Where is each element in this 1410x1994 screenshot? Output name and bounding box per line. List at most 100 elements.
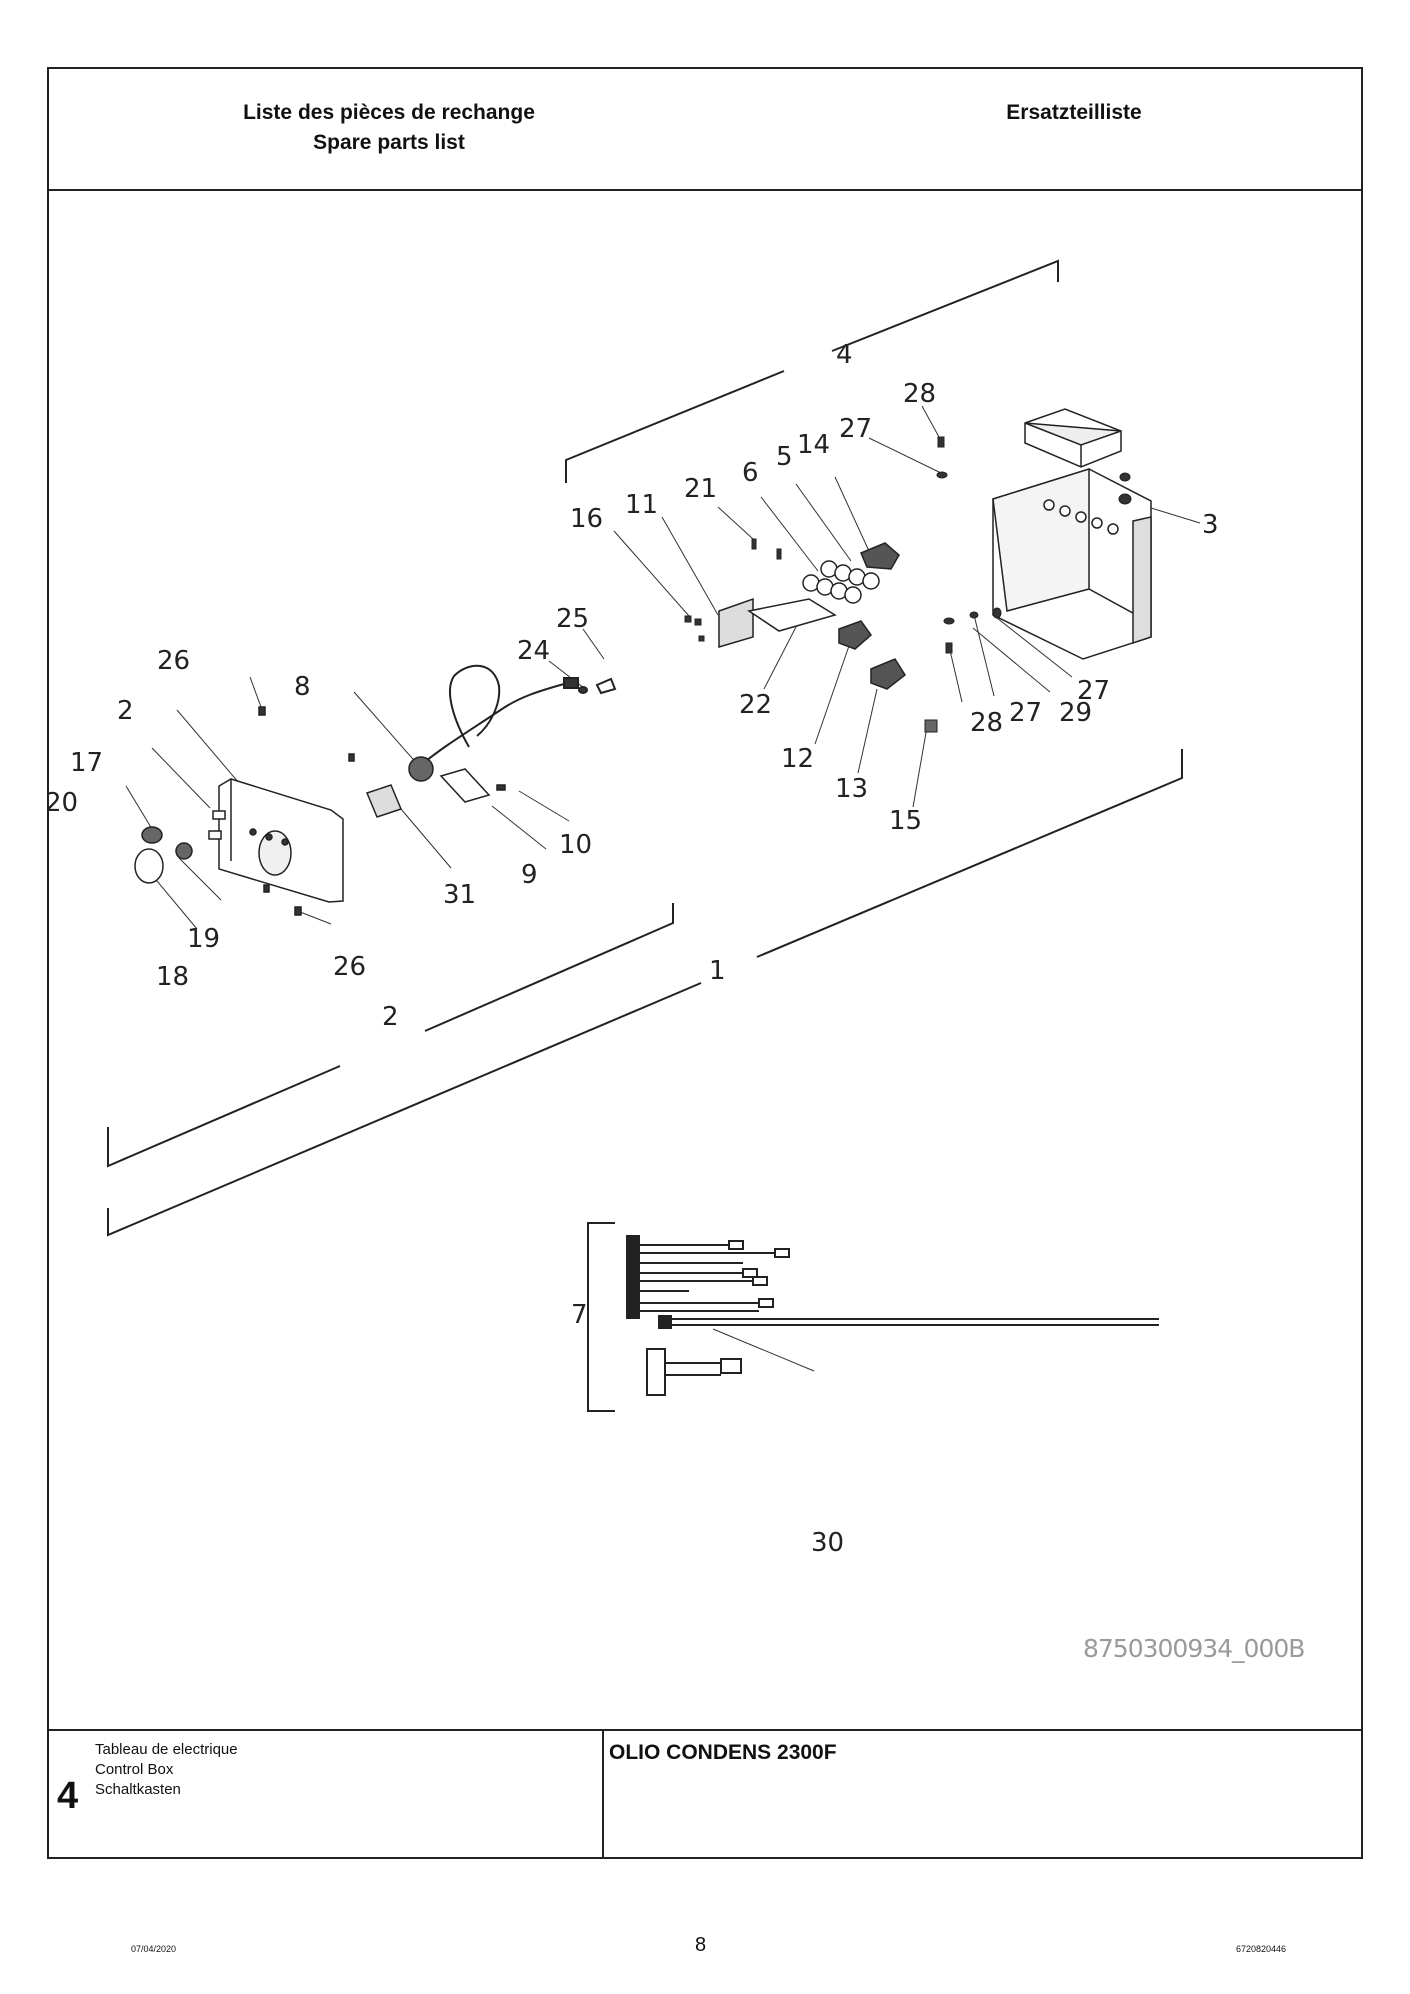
bracket-2-right (424, 903, 674, 1032)
screw-21b (776, 548, 782, 560)
leader-21 (717, 506, 754, 540)
plate-22 (747, 598, 837, 632)
page-frame: Liste des pièces de rechange Spare parts… (47, 67, 1363, 1859)
leader-15 (912, 726, 928, 808)
leader-27b (973, 614, 995, 697)
screw-10 (496, 784, 506, 791)
callout-29: 29 (1059, 698, 1092, 728)
drawing-code: 8750300934_000B (1083, 1634, 1304, 1663)
callout-5: 5 (776, 442, 793, 472)
leader-11 (661, 516, 719, 616)
callout-19: 19 (187, 924, 220, 954)
washer-27a (936, 471, 948, 479)
leader-5 (795, 483, 852, 562)
callout-16: 16 (570, 504, 603, 534)
cover-block (1024, 408, 1122, 468)
front-panel (218, 778, 344, 903)
relay-board (718, 597, 837, 649)
callout-28b: 28 (970, 708, 1003, 738)
callout-28a: 28 (903, 379, 936, 409)
cable-30-connector (658, 1315, 672, 1329)
part-20 (141, 826, 163, 844)
title-block: 4 Tableau de electrique Control Box Scha… (49, 1729, 1361, 1859)
screw-panel (348, 753, 355, 762)
washer-24 (578, 686, 588, 694)
part-16c (698, 635, 705, 642)
wire-terminal-3 (742, 1268, 758, 1278)
callout-3: 3 (1202, 510, 1219, 540)
callout-4: 4 (836, 340, 853, 370)
callout-10: 10 (559, 830, 592, 860)
part-17a (212, 810, 226, 820)
housing-back (992, 467, 1090, 612)
panel-led-3 (281, 838, 289, 846)
callout-18: 18 (156, 962, 189, 992)
screw-21a (751, 538, 757, 550)
header: Liste des pièces de rechange Spare parts… (49, 69, 1361, 191)
callout-2b: 2 (382, 1002, 399, 1032)
leader-10 (518, 790, 570, 822)
title-english: Spare parts list (313, 131, 465, 154)
wire-terminal-1 (728, 1240, 744, 1250)
terminal-6d (844, 586, 862, 604)
panel-led-2 (265, 833, 273, 841)
assembly-brackets (107, 259, 1183, 1412)
exploded-drawing: 4 28 27 14 5 6 21 11 16 3 22 12 13 15 28… (49, 191, 1361, 1729)
switch-31 (365, 784, 403, 818)
leader-27a (868, 437, 942, 474)
bracket-4-left (565, 370, 785, 483)
leader-28a (921, 405, 940, 438)
plate-9 (439, 768, 491, 803)
terminal-5d (862, 572, 880, 590)
sensor-cable (420, 664, 617, 766)
part-29 (969, 611, 979, 619)
small-parts-right (684, 436, 1132, 733)
relay-11 (718, 597, 754, 649)
part-16a (684, 615, 692, 623)
callout-12: 12 (781, 744, 814, 774)
document-reference: 6720820446 (1236, 1944, 1287, 1954)
callout-30: 30 (811, 1528, 844, 1558)
housing-side (1132, 516, 1152, 645)
sensor-tip (563, 677, 579, 689)
callout-21: 21 (684, 474, 717, 504)
leader-16 (613, 530, 690, 617)
knob-8-body (408, 756, 434, 782)
callout-17: 17 (70, 748, 103, 778)
title-german: Ersatzteilliste (1006, 101, 1142, 124)
panel-led-1 (249, 828, 257, 836)
screw-28b (945, 642, 953, 654)
wiring-harness (626, 1235, 790, 1396)
callout-27c: 27 (1077, 676, 1110, 706)
switch-12 (838, 620, 873, 650)
switch-31-group (365, 768, 506, 818)
leader-27c (996, 617, 1073, 678)
callout-2a: 2 (117, 696, 134, 726)
callout-8: 8 (294, 672, 311, 702)
housing-hole-1 (1043, 499, 1055, 511)
screw-26a (258, 706, 266, 716)
page-number: 8 (695, 1934, 707, 1956)
leader-9 (491, 805, 547, 850)
housing-hole-3 (1075, 511, 1087, 523)
screw-28a (937, 436, 945, 448)
leader-30 (712, 1328, 815, 1372)
callout-27a: 27 (839, 414, 872, 444)
control-box-housing (992, 467, 1152, 660)
switch-13 (870, 658, 906, 690)
cable-8 (420, 683, 565, 766)
harness-connector-bottom (646, 1348, 666, 1396)
housing-hole-5 (1107, 523, 1119, 535)
leader-28b (948, 645, 963, 703)
title-french: Liste des pièces de rechange (243, 101, 535, 124)
leader-25 (582, 628, 605, 660)
part-top-right (1119, 472, 1131, 482)
leader-20 (125, 785, 153, 830)
screw-26b (294, 906, 302, 916)
document-date: 07/04/2020 (131, 1944, 177, 1954)
wire-terminal-2 (774, 1248, 790, 1258)
description-french: Tableau de electrique (95, 1741, 238, 1758)
part-16b (694, 618, 702, 626)
callout-9: 9 (521, 860, 538, 890)
screw-panel-bottom (263, 884, 270, 893)
